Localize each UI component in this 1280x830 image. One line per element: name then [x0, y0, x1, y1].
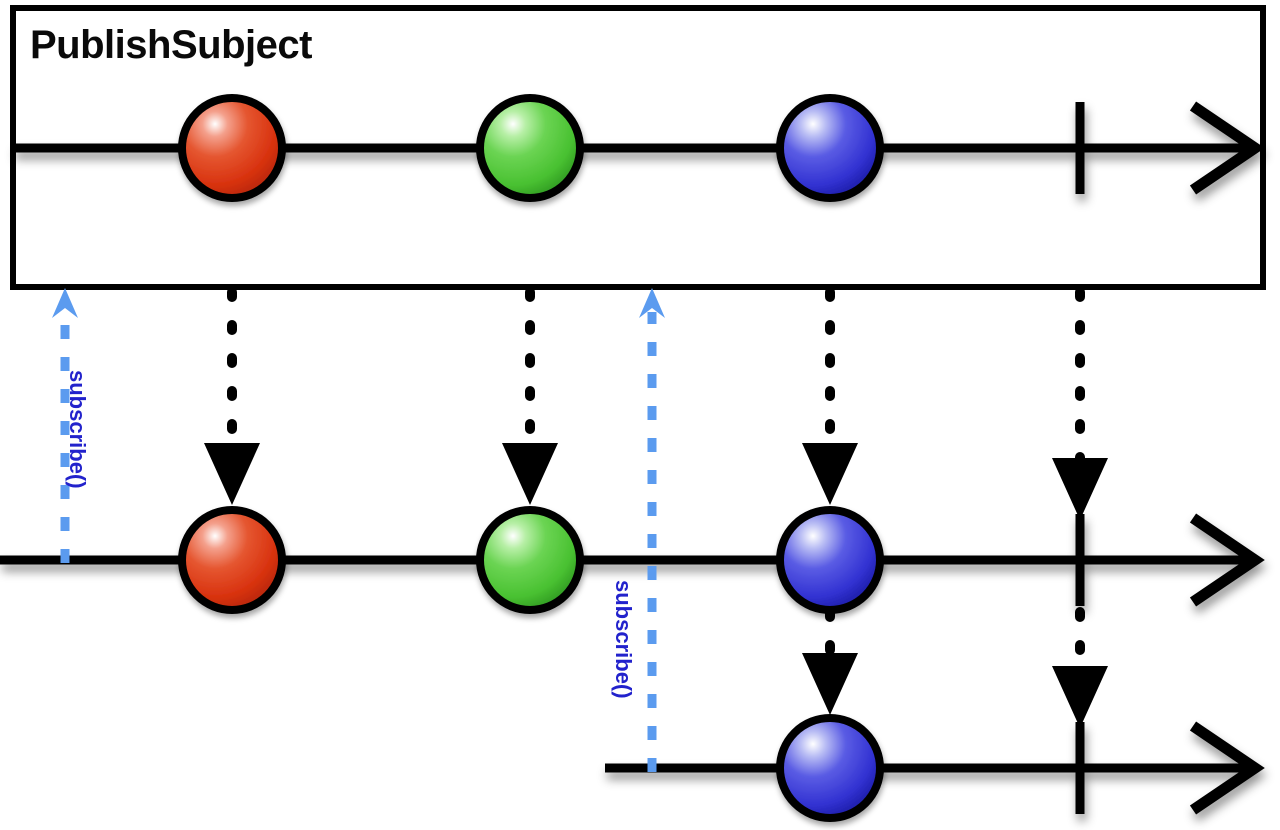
emission-arrow-head [502, 443, 558, 505]
subscribe-one-label: subscribe() [65, 370, 90, 489]
subscribe-two [639, 288, 665, 772]
emission-arrow-head [1052, 458, 1108, 520]
emission-complete-to-sub2 [1052, 607, 1108, 728]
emission-arrow-head [1052, 666, 1108, 728]
timeline-subscriber-two-output [605, 721, 1265, 815]
emission-blue-to-sub2 [802, 607, 858, 715]
marble-red [178, 506, 286, 614]
marble-body [776, 714, 884, 822]
marble-blue [776, 714, 884, 822]
emission-green-to-sub1 [502, 287, 558, 505]
timeline-arrow-head [1189, 513, 1265, 607]
subscribe-arrow-head [639, 288, 665, 318]
emission-arrows-layer [204, 287, 1108, 728]
emission-red-to-sub1 [204, 287, 260, 505]
emission-arrow-head [802, 443, 858, 505]
marble-red [178, 94, 286, 202]
subscribe-markers-layer [52, 288, 665, 772]
marbles-layer [178, 94, 884, 822]
marble-body [178, 94, 286, 202]
emission-arrow-head [802, 653, 858, 715]
emission-complete-to-sub1 [1052, 287, 1108, 520]
marble-body [178, 506, 286, 614]
marble-body [476, 94, 584, 202]
timeline-arrow-head [1189, 721, 1265, 815]
marble-body [476, 506, 584, 614]
timeline-arrow-head [1189, 101, 1265, 195]
emission-arrow-head [204, 443, 260, 505]
marble-body [776, 94, 884, 202]
marble-blue [776, 94, 884, 202]
emission-blue-to-sub1 [802, 287, 858, 505]
subscribe-two-label: subscribe() [611, 580, 636, 699]
subscribe-arrow-head [52, 288, 78, 318]
marble-blue [776, 506, 884, 614]
subscribe-one [52, 288, 78, 563]
marble-green [476, 94, 584, 202]
marble-green [476, 506, 584, 614]
page-title: PublishSubject [30, 23, 312, 67]
marble-body [776, 506, 884, 614]
